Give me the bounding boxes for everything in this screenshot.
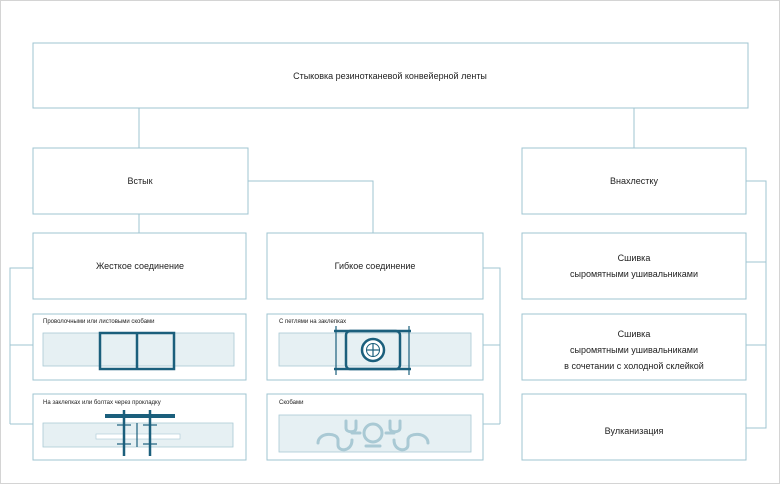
rivets-bolts-label: На заклепках или болтах через прокладку xyxy=(43,400,161,406)
root-label: Стыковка резинотканевой конвейерной лент… xyxy=(293,71,487,81)
rivets-bolts-panel: На заклепках или болтах через прокладку xyxy=(32,393,247,461)
wire-staples-panel: Проволочными или листовыми скобами xyxy=(32,313,247,381)
stitch-glue-line3: в сочетании с холодной склейкой xyxy=(564,361,704,371)
flexible-node: Гибкое соединение xyxy=(266,232,484,300)
loops-rivets-label: С петлями на заклепках xyxy=(279,319,346,325)
loops-rivets-panel: С петлями на заклепках xyxy=(266,313,484,381)
staples-label: Скобами xyxy=(279,400,303,406)
staple-clip-illustration xyxy=(316,419,430,452)
butt-node: Встык xyxy=(32,147,249,215)
overlap-node: Внахлестку xyxy=(521,147,747,215)
overlap-label: Внахлестку xyxy=(610,176,658,186)
vulcanization-label: Вулканизация xyxy=(605,426,664,436)
rigid-label: Жесткое соединение xyxy=(96,261,184,271)
rigid-node: Жесткое соединение xyxy=(32,232,247,300)
connectors xyxy=(9,108,767,429)
wire-staples-label: Проволочными или листовыми скобами xyxy=(43,319,155,325)
stitch-node: Сшивка сыромятными ушивальниками xyxy=(521,232,747,300)
stitch-line1: Сшивка xyxy=(618,253,651,263)
flexible-label: Гибкое соединение xyxy=(335,261,416,271)
belt-illustration xyxy=(42,332,235,367)
vulcanization-node: Вулканизация xyxy=(521,393,747,461)
pad-plate xyxy=(105,414,175,418)
stitch-line2: сыромятными ушивальниками xyxy=(570,269,698,279)
stitch-glue-line1: Сшивка xyxy=(618,329,651,339)
butt-label: Встык xyxy=(127,176,152,186)
root-node: Стыковка резинотканевой конвейерной лент… xyxy=(32,42,749,109)
staples-panel: Скобами xyxy=(266,393,484,461)
stitch-glue-node: Сшивка сыромятными ушивальниками в сочет… xyxy=(521,313,747,381)
stitch-glue-line2: сыромятными ушивальниками xyxy=(570,345,698,355)
